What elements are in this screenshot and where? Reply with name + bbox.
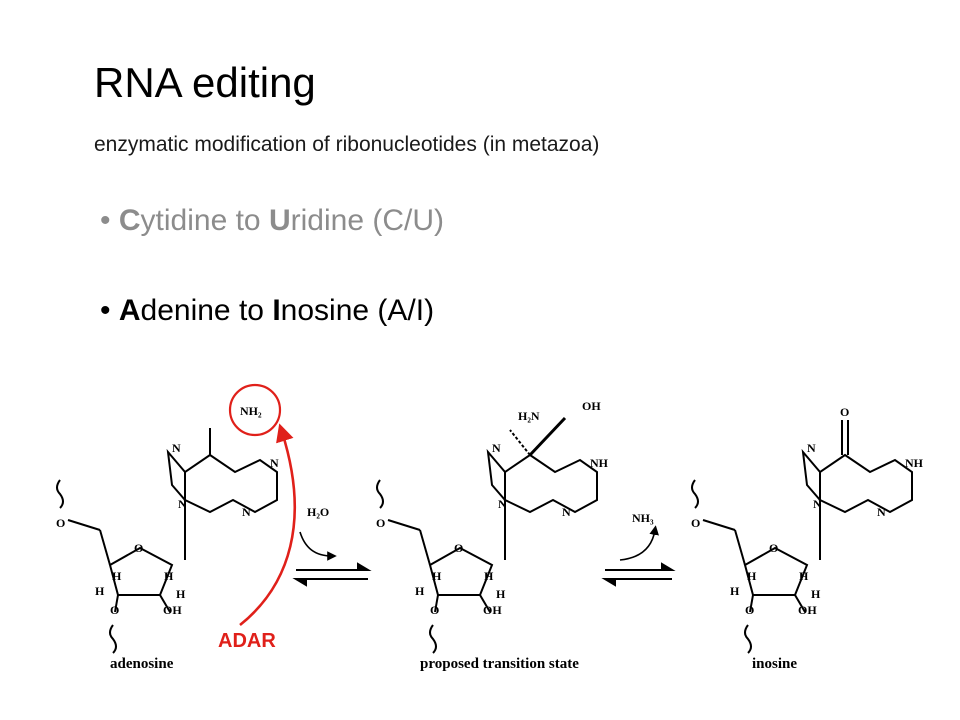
ammonia-label: NH₃	[632, 511, 654, 525]
atom-n: N	[807, 441, 816, 455]
reaction-scheme: NH₂ N N N N O O H H H H O OH ADAR adenos…	[56, 383, 924, 672]
atom-oh: OH	[163, 603, 182, 617]
equilibrium-arrows-2	[601, 562, 676, 587]
bullet-text: ytidine to	[140, 204, 269, 237]
equilibrium-arrows-1	[292, 562, 372, 587]
molecule-adenosine	[56, 428, 278, 654]
atom-h: H	[432, 569, 442, 583]
bullet-letter-c: C	[118, 204, 141, 237]
atom-n: N	[813, 497, 822, 511]
bullet-letter-u: U	[268, 204, 291, 237]
atom-h: H	[484, 569, 494, 583]
slide-subtitle: enzymatic modification of ribonucleotide…	[94, 133, 600, 156]
bullet-adenine-inosine: • Adenine to Inosine (A/I)	[100, 293, 434, 329]
atom-h: H	[496, 587, 506, 601]
inosine-ring-nh: NH	[905, 456, 924, 470]
ts-hydroxyl: OH	[582, 399, 601, 413]
adar-label: ADAR	[218, 630, 276, 652]
slide-title: RNA editing	[94, 59, 316, 106]
atom-n: N	[562, 505, 571, 519]
caption-inosine: inosine	[752, 656, 797, 672]
bullet-text: nosine (A/I)	[280, 294, 435, 327]
bullet-text: denine to	[140, 294, 273, 327]
water-label: H₂O	[307, 505, 329, 519]
atom-o: O	[430, 603, 439, 617]
atom-o: O	[454, 541, 463, 555]
ammonia-curved-arrow	[619, 525, 659, 561]
atom-h: H	[799, 569, 809, 583]
adar-arrow	[239, 423, 296, 627]
atom-h: H	[811, 587, 821, 601]
atom-h: H	[176, 587, 186, 601]
atom-h: H	[112, 569, 122, 583]
bullet-letter-i: I	[272, 294, 281, 327]
bullet-mark: •	[100, 204, 111, 237]
atom-oh: OH	[798, 603, 817, 617]
ts-ring-nh: NH	[590, 456, 609, 470]
atom-o: O	[691, 516, 700, 530]
water-curved-arrow	[299, 531, 337, 561]
atom-h: H	[415, 584, 425, 598]
atom-o: O	[376, 516, 385, 530]
atom-n: N	[498, 497, 507, 511]
atom-n: N	[492, 441, 501, 455]
bullet-text: ridine (C/U)	[290, 204, 444, 237]
adenosine-amine: NH₂	[240, 404, 262, 418]
atom-h: H	[95, 584, 105, 598]
atom-n: N	[178, 497, 187, 511]
atom-h: H	[730, 584, 740, 598]
atom-h: H	[747, 569, 757, 583]
atom-o: O	[134, 541, 143, 555]
atom-o: O	[769, 541, 778, 555]
bullet-cytidine-uridine: • Cytidine to Uridine (C/U)	[100, 203, 444, 239]
atom-n: N	[242, 505, 251, 519]
atom-n: N	[172, 441, 181, 455]
atom-o: O	[110, 603, 119, 617]
bullet-mark: •	[100, 294, 111, 327]
caption-transition-state: proposed transition state	[420, 656, 579, 672]
atom-oh: OH	[483, 603, 502, 617]
ts-amine: H₂N	[518, 409, 540, 423]
bullet-letter-a: A	[118, 294, 141, 327]
atom-o: O	[745, 603, 754, 617]
ribose-ring	[108, 546, 174, 596]
atom-n: N	[270, 456, 279, 470]
atom-h: H	[164, 569, 174, 583]
amine-highlight-circle	[228, 383, 282, 437]
caption-adenosine: adenosine	[110, 656, 174, 672]
molecule-transition-state	[376, 416, 598, 654]
atom-n: N	[877, 505, 886, 519]
atom-o: O	[56, 516, 65, 530]
inosine-carbonyl: O	[840, 405, 849, 419]
molecule-inosine	[691, 420, 913, 654]
purine-ring	[184, 453, 278, 514]
